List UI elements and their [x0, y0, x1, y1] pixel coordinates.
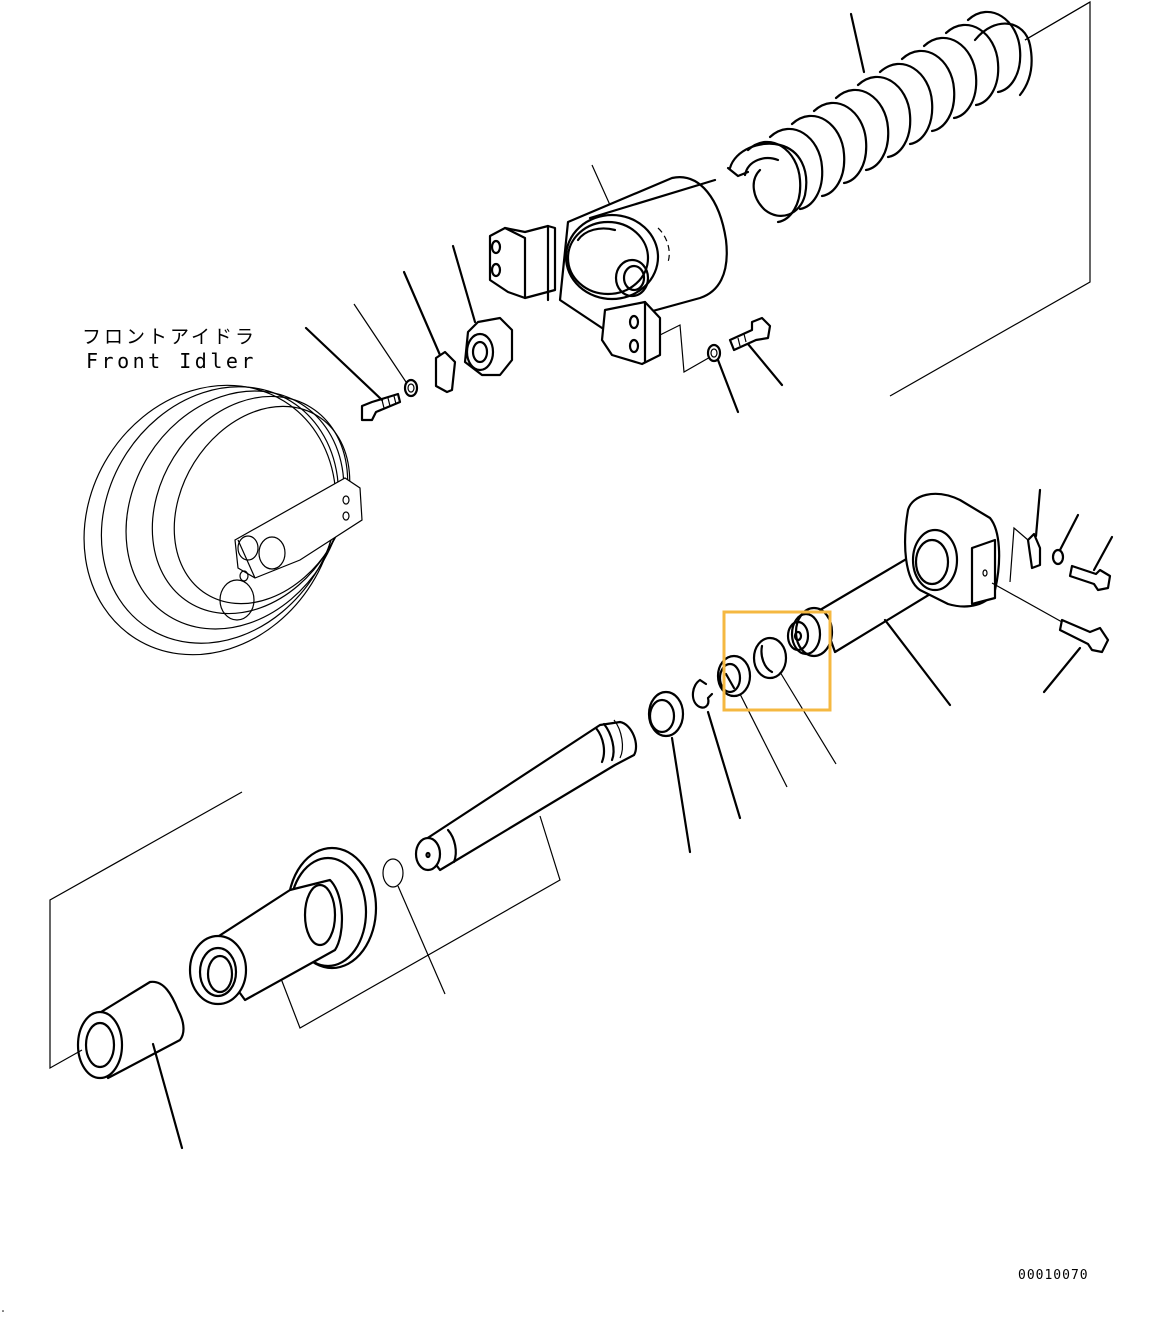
plate-right [1009, 488, 1042, 583]
front-idler-wheel [83, 384, 363, 656]
spring-coil [856, 75, 912, 159]
seal-ring [716, 654, 788, 788]
grease-fitting [991, 582, 1110, 694]
figure-code: 00010070 [1018, 1268, 1089, 1283]
lower-group-bracket [49, 791, 243, 1070]
spring-coil [746, 140, 802, 224]
spring-coil [812, 101, 868, 185]
spring-coil [834, 88, 890, 172]
front-idler-label: フロントアイドラ Front Idler [82, 326, 257, 373]
highlight-box [722, 610, 832, 712]
bolt-right [1068, 535, 1114, 592]
snap-ring [691, 678, 742, 820]
cylinder [786, 492, 1001, 707]
ball [382, 858, 446, 995]
spacer [76, 980, 185, 1150]
bolt-yoke [728, 316, 784, 387]
washer-upper [353, 303, 419, 398]
spring-coil [790, 114, 846, 198]
corner-dot [2, 1310, 4, 1312]
upper-group-bracket [889, 0, 1091, 397]
title-japanese: フロントアイドラ [82, 326, 257, 348]
spring-coil [922, 36, 978, 120]
washer-right [1051, 513, 1080, 566]
recoil-spring [726, 1, 1091, 224]
nut [451, 244, 514, 377]
spring-coil [944, 23, 1000, 107]
lock-plate [402, 270, 457, 394]
bushing-ring [752, 636, 837, 765]
spring-coil [878, 62, 934, 146]
packing [647, 690, 692, 854]
spring-coil [900, 49, 956, 133]
spring-coil [966, 10, 1022, 94]
piston [188, 846, 378, 1006]
washer-yoke [706, 343, 740, 414]
bolt-upper [304, 326, 402, 422]
spring-coil [768, 127, 824, 211]
idler-yoke [488, 164, 728, 373]
piston-rod [279, 719, 638, 1029]
title-english: Front Idler [86, 349, 257, 373]
